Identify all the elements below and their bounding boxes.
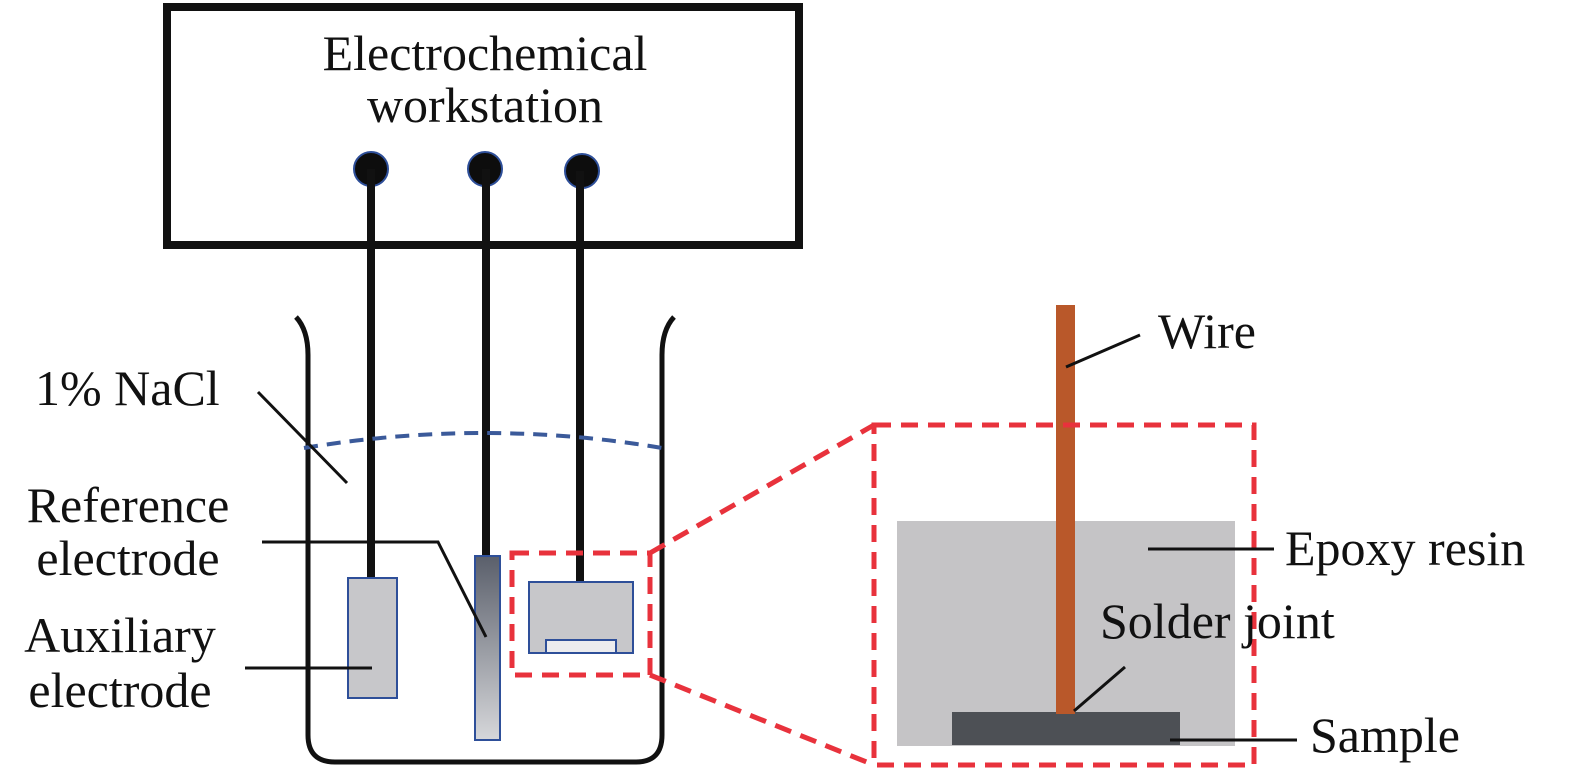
copper-wire [1056,305,1075,714]
zoom-source-box [509,550,653,678]
auxiliary-electrode [347,577,398,699]
leader-electrolyte [256,390,349,485]
zoom-connector-bottom [649,672,875,768]
beaker [294,315,676,765]
label-reference-line1: Reference [27,477,230,533]
zoom-detail-box [871,422,1257,768]
label-solder: Solder joint [1100,593,1335,649]
working-electrode-sample [545,639,617,654]
workstation-title-line2: workstation [367,77,603,133]
zoom-connector-top [648,422,876,556]
label-auxiliary-line1: Auxiliary [24,607,216,663]
label-electrolyte: 1% NaCl [35,360,220,416]
label-auxiliary-line2: electrode [28,662,211,718]
sample-plate [952,712,1180,745]
leader-solder [1073,665,1126,713]
leader-wire [1065,333,1141,369]
reference-electrode [474,555,501,741]
workstation-title-line1: Electrochemical [323,25,648,81]
label-epoxy: Epoxy resin [1285,520,1525,576]
leader-reference [262,540,488,638]
label-sample: Sample [1310,707,1460,763]
electrolyte-surface [303,431,663,450]
label-wire: Wire [1158,303,1256,359]
label-reference-line2: electrode [36,530,219,586]
